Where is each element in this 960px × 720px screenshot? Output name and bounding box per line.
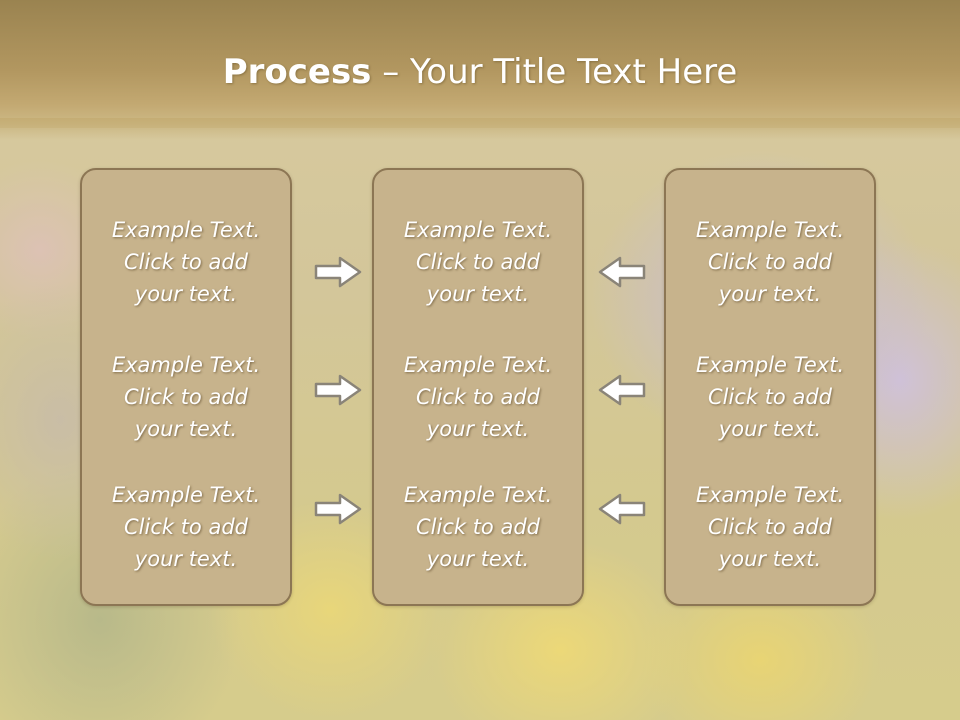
text-line: Click to add [415, 385, 540, 409]
slide-title[interactable]: Process – Your Title Text Here [0, 52, 960, 92]
text-line: Example Text. [695, 483, 845, 507]
text-line: Example Text. [403, 483, 553, 507]
text-line: your text. [718, 282, 822, 306]
panel-text-item[interactable]: Example Text. Click to add your text. [82, 479, 290, 575]
panel-text-item[interactable]: Example Text. Click to add your text. [374, 349, 582, 445]
arrow-right-icon [314, 493, 362, 525]
text-line: Click to add [123, 250, 248, 274]
panel-text-item[interactable]: Example Text. Click to add your text. [82, 349, 290, 445]
arrow-left-icon [598, 374, 646, 406]
title-bar-fade [0, 118, 960, 140]
process-panel-right[interactable]: Example Text. Click to add your text. Ex… [664, 168, 876, 606]
text-line: your text. [426, 547, 530, 571]
text-line: Click to add [123, 385, 248, 409]
text-line: Click to add [707, 250, 832, 274]
panel-text-item[interactable]: Example Text. Click to add your text. [666, 349, 874, 445]
text-line: your text. [426, 282, 530, 306]
slide-title-rest: – Your Title Text Here [371, 52, 738, 92]
text-line: Click to add [707, 515, 832, 539]
text-line: Example Text. [695, 218, 845, 242]
panel-text-item[interactable]: Example Text. Click to add your text. [666, 214, 874, 310]
text-line: Click to add [123, 515, 248, 539]
text-line: Click to add [415, 250, 540, 274]
arrow-left-icon [598, 256, 646, 288]
text-line: Example Text. [111, 218, 261, 242]
text-line: Click to add [415, 515, 540, 539]
title-bar [0, 0, 960, 128]
text-line: your text. [134, 282, 238, 306]
panel-text-item[interactable]: Example Text. Click to add your text. [666, 479, 874, 575]
slide-title-bold: Process [222, 52, 372, 92]
text-line: Example Text. [403, 218, 553, 242]
text-line: Click to add [707, 385, 832, 409]
text-line: your text. [718, 417, 822, 441]
panel-text-item[interactable]: Example Text. Click to add your text. [374, 214, 582, 310]
arrow-right-icon [314, 256, 362, 288]
process-panel-left[interactable]: Example Text. Click to add your text. Ex… [80, 168, 292, 606]
text-line: your text. [134, 547, 238, 571]
process-panel-center[interactable]: Example Text. Click to add your text. Ex… [372, 168, 584, 606]
text-line: your text. [134, 417, 238, 441]
arrow-right-icon [314, 374, 362, 406]
text-line: Example Text. [111, 353, 261, 377]
arrow-left-icon [598, 493, 646, 525]
panel-text-item[interactable]: Example Text. Click to add your text. [82, 214, 290, 310]
text-line: Example Text. [403, 353, 553, 377]
text-line: your text. [718, 547, 822, 571]
panel-text-item[interactable]: Example Text. Click to add your text. [374, 479, 582, 575]
text-line: your text. [426, 417, 530, 441]
text-line: Example Text. [111, 483, 261, 507]
text-line: Example Text. [695, 353, 845, 377]
